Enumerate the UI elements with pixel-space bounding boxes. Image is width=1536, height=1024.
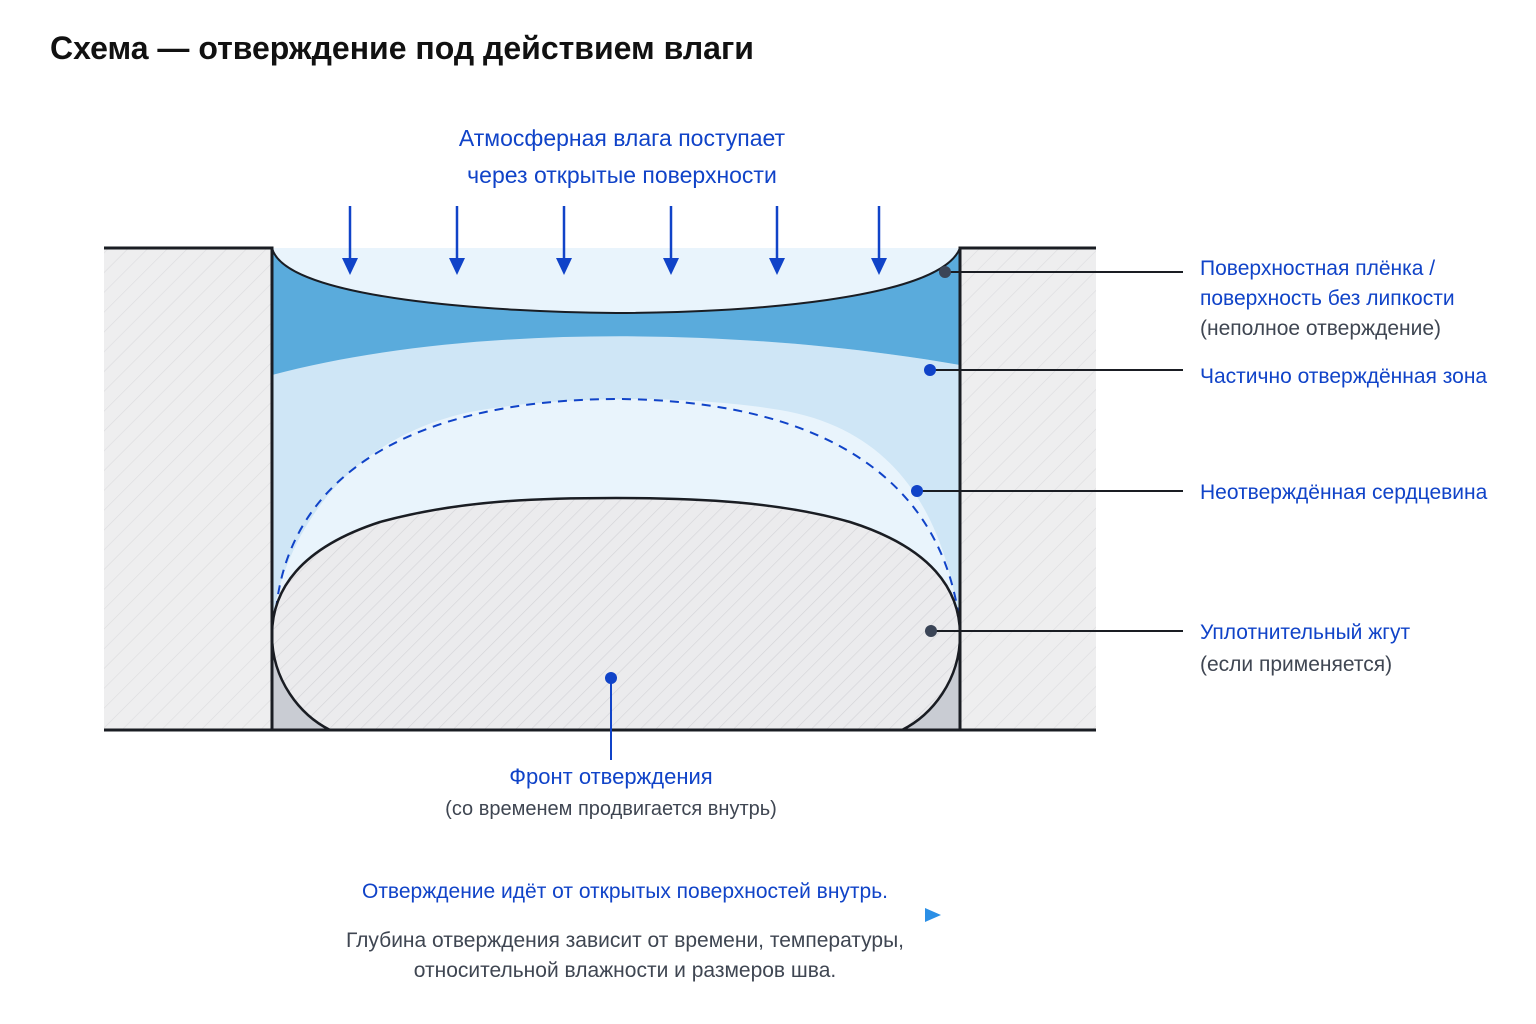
right-substrate (960, 248, 1096, 730)
cure-front-label: Фронт отверждения (509, 764, 713, 789)
surface-film-note: (неполное отверждение) (1200, 317, 1441, 340)
left-substrate-outline (104, 246, 274, 730)
film-highlight (271, 247, 961, 315)
left-lower-gap (272, 640, 330, 730)
footer-arrow-label: Отверждение идёт от открытых поверхносте… (361, 880, 888, 903)
uncured-core-label: Неотверждённая сердцевина (1200, 481, 1488, 504)
dot-surface-film (939, 266, 951, 278)
moisture-label-line1: Атмосферная влага поступает (458, 125, 786, 151)
backer-rod-label: Уплотнительный жгут (1200, 621, 1411, 644)
page-title: Схема — отверждение под действием влаги (50, 30, 754, 66)
backer-rod-note: (если применяется) (1200, 653, 1393, 676)
partially-cured-zone (272, 335, 960, 625)
surface-film-label-line2: поверхность без липкости (1200, 287, 1455, 310)
moisture-label-line2: через открытые поверхности (467, 162, 777, 188)
dot-backer-rod (925, 625, 937, 637)
footer-note-line1: Глубина отверждения зависит от времени, … (345, 929, 905, 952)
cure-front-note: (со временем продвигается внутрь) (445, 798, 777, 820)
surface-film-zone (272, 248, 960, 375)
backer-rod (270, 496, 962, 732)
footer-note-line2: относительной влажности и размеров шва. (413, 959, 837, 982)
footer-arrow-head (925, 908, 941, 922)
right-substrate-outline (958, 246, 1096, 730)
dot-cure-front (605, 672, 617, 684)
partial-zone-label: Частично отверждённая зона (1200, 365, 1488, 388)
cure-front-dashed-line (275, 397, 959, 613)
left-substrate (104, 248, 272, 730)
dot-uncured-core (911, 485, 923, 497)
surface-film-label-line1: Поверхностная плёнка / (1200, 257, 1436, 280)
dot-partial-zone (924, 364, 936, 376)
right-lower-gap (902, 640, 960, 730)
moisture-arrows (342, 206, 887, 275)
